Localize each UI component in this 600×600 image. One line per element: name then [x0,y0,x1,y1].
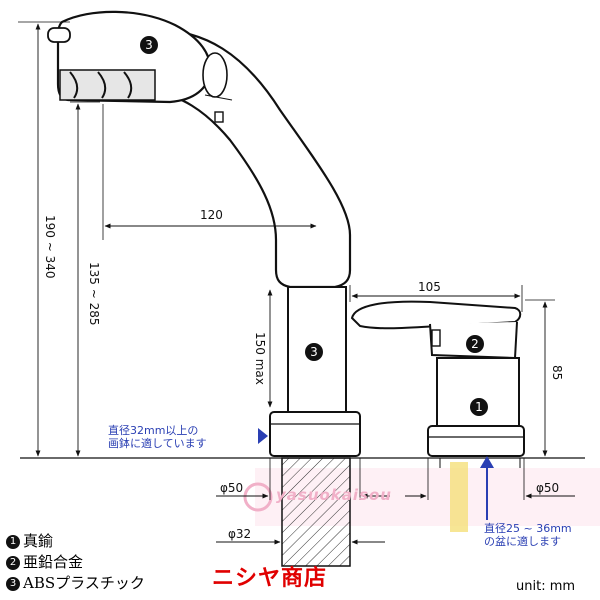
legend-label: ABSプラスチック [23,574,145,592]
dim-spout-height: 135 ~ 285 [87,262,101,326]
handle-lever [350,300,522,330]
handle-base [427,425,525,457]
counter-note-line2: の盆に適します [484,535,561,548]
basin-note-line2: 画鉢に適しています [108,437,207,450]
spout-base [269,411,361,457]
dim-hole-dia: φ32 [228,527,252,541]
watermark: yasuokaisou [276,486,392,504]
basin-note: 直径32mm以上の 画鉢に適しています [108,424,207,450]
dim-base-dia-right: φ50 [536,481,560,495]
callout-handle-lever: 2 [466,335,484,353]
legend-label: 亜鉛合金 [23,553,84,571]
spray-face [59,69,156,101]
callout-handle-body: 1 [470,398,488,416]
basin-note-line1: 直径32mm以上の [108,424,199,437]
counter-note-line1: 直径25 ~ 36mm [484,522,572,535]
dim-reach: 120 [200,208,223,222]
shop-name: ニシヤ商店 [212,566,328,591]
legend-number: 3 [6,576,20,591]
dim-hose-max: 150 max [253,332,267,385]
dim-handle-height: 85 [550,365,564,381]
mount-pipe [281,457,351,567]
dim-base-dia-left: φ50 [220,481,244,495]
unit-label: unit: mm [516,579,576,594]
legend-number: 1 [6,534,20,549]
legend-label: 真鍮 [23,532,54,550]
callout-spout-head: 3 [140,36,158,54]
callout-spout-body: 3 [305,343,323,361]
legend-number: 2 [6,555,20,570]
dim-handle-width: 105 [418,280,441,294]
counter-note: 直径25 ~ 36mm の盆に適します [484,522,572,548]
dim-total-height: 190 ~ 340 [43,215,57,279]
